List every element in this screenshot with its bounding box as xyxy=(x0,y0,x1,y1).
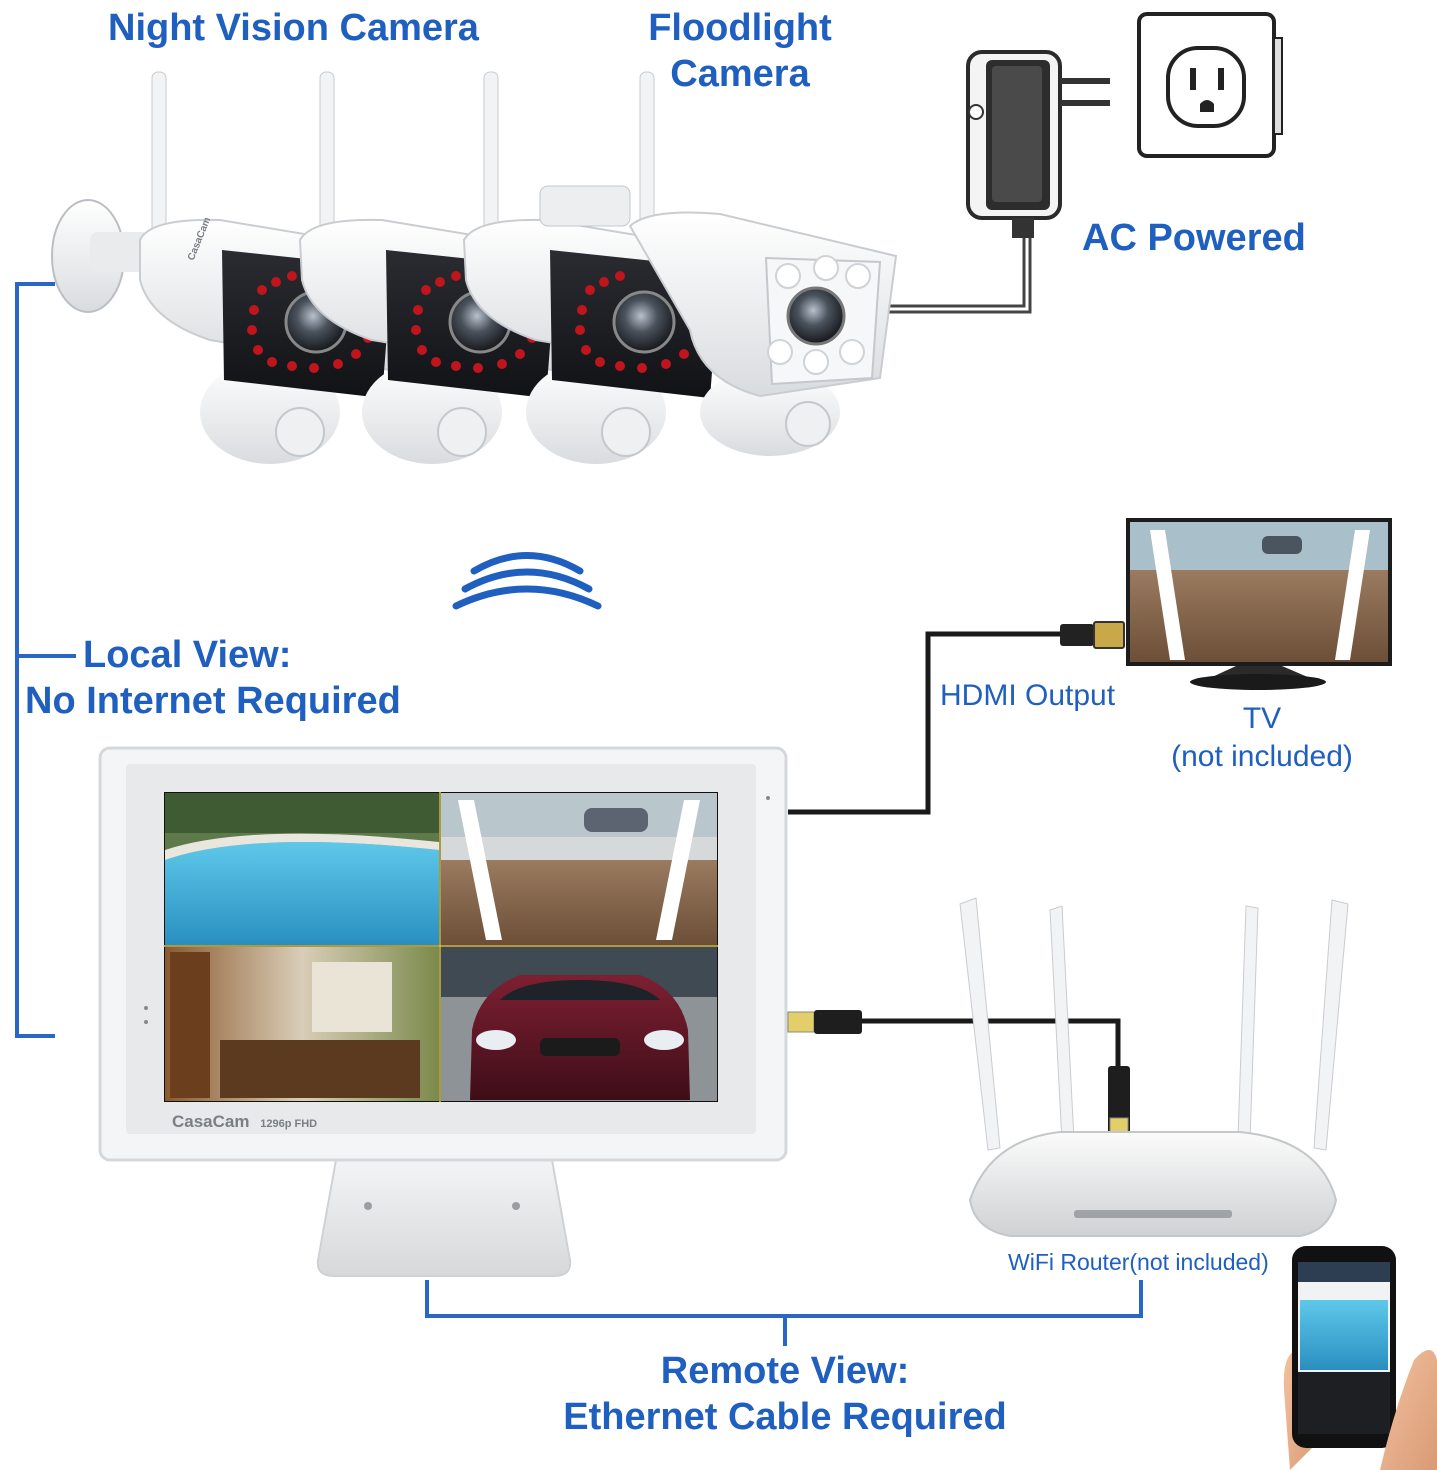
wall-outlet-icon xyxy=(1137,12,1283,158)
floodlight-label-line2: Camera xyxy=(670,53,810,95)
wireless-signal-icon xyxy=(452,552,602,610)
camera-wall-mount xyxy=(51,199,150,313)
ethernet-plug-router xyxy=(1108,1066,1130,1139)
hdmi-output-label: HDMI Output xyxy=(940,679,1116,712)
tv-label-line2: (not included) xyxy=(1171,740,1353,773)
power-cable xyxy=(880,236,1032,314)
monitor-resolution: 1296p FHD xyxy=(260,1118,318,1130)
remote-view-line1: Remote View: xyxy=(660,1350,910,1392)
power-adapter-icon xyxy=(966,50,1110,238)
tv-icon xyxy=(1126,518,1392,690)
local-view-line1: Local View: xyxy=(83,634,292,676)
camera-feed-car xyxy=(441,947,717,1101)
remote-view-label: Remote View: Ethernet Cable Required xyxy=(520,1348,1050,1440)
ethernet-cable xyxy=(858,1018,1121,1070)
local-view-bracket xyxy=(15,282,76,1038)
night-vision-camera-3 xyxy=(462,71,728,464)
remote-view-bracket xyxy=(425,1280,1143,1346)
local-view-label: Local View: No Internet Required xyxy=(25,632,445,724)
camera-feed-pool xyxy=(165,793,439,945)
wifi-router xyxy=(959,897,1349,1237)
hdmi-cable xyxy=(788,631,1062,815)
router-label: WiFi Router(not included) xyxy=(1008,1249,1269,1275)
ac-powered-label: AC Powered xyxy=(1082,217,1306,259)
floodlight-camera xyxy=(539,185,898,456)
tv-label: TV (not included) xyxy=(1150,700,1374,776)
monitor-screen xyxy=(164,792,718,1102)
smartphone-in-hand xyxy=(1283,1246,1437,1470)
monitor-brand-text: CasaCam 1296p FHD xyxy=(172,1112,317,1132)
ethernet-plug-monitor xyxy=(787,1010,862,1034)
remote-view-line2: Ethernet Cable Required xyxy=(563,1396,1007,1438)
camera-feed-deck xyxy=(441,793,717,945)
floodlight-label-line1: Floodlight xyxy=(648,7,832,49)
monitor-brand-name: CasaCam xyxy=(172,1112,250,1131)
tv-label-line1: TV xyxy=(1242,702,1282,735)
camera-feed-room xyxy=(165,947,439,1101)
night-vision-camera-label: Night Vision Camera xyxy=(108,7,479,49)
hdmi-plug xyxy=(1060,621,1125,649)
local-view-line2: No Internet Required xyxy=(25,680,401,722)
floodlight-camera-label: Floodlight Camera xyxy=(620,5,860,97)
